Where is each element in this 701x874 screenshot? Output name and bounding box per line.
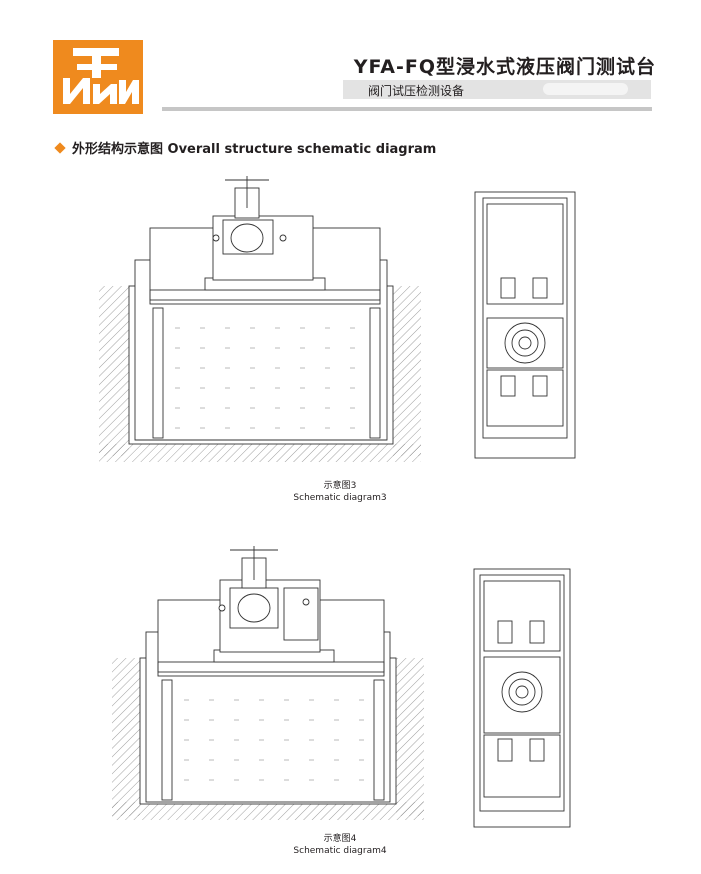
caption-4-cn: 示意图4 <box>323 834 357 844</box>
diagram-4-top-view <box>473 568 571 828</box>
diagram-4-front-view <box>112 546 424 820</box>
diagram-3-top-view <box>474 191 576 459</box>
logo-glyph <box>63 48 139 104</box>
caption-3: 示意图3 Schematic diagram3 <box>280 480 400 504</box>
diamond-bullet-icon <box>54 142 66 154</box>
header-rule <box>162 107 652 111</box>
page-title: YFA-FQ型浸水式液压阀门测试台 <box>353 56 656 78</box>
subtitle-text: 阀门试压检测设备 <box>368 84 465 98</box>
diagram-3-front-view <box>99 176 421 462</box>
caption-3-en: Schematic diagram3 <box>293 493 387 503</box>
caption-4-en: Schematic diagram4 <box>293 846 387 856</box>
caption-3-cn: 示意图3 <box>323 481 357 491</box>
section-heading: 外形结构示意图 Overall structure schematic diag… <box>53 138 436 157</box>
company-logo <box>53 40 143 114</box>
section-heading-text: 外形结构示意图 Overall structure schematic diag… <box>72 142 437 157</box>
subtitle-fade <box>543 83 628 95</box>
subtitle-bar: 阀门试压检测设备 <box>343 80 651 99</box>
caption-4: 示意图4 Schematic diagram4 <box>280 833 400 857</box>
